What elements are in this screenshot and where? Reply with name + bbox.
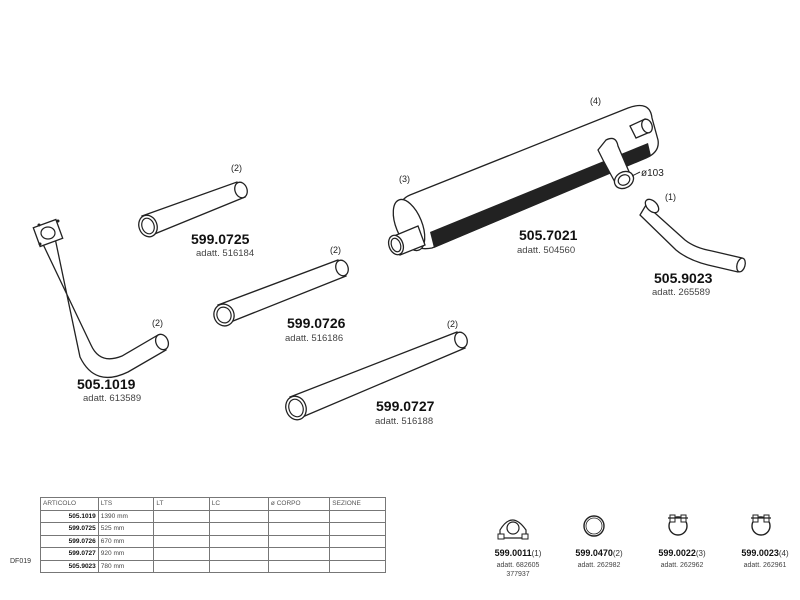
cell-articolo: 505.1019 [40, 509, 99, 523]
cell-empty [153, 522, 210, 536]
table-row: 599.0725 525 mm [40, 522, 386, 536]
pipe-599-0726 [213, 259, 349, 327]
qty-label-505-9023: (1) [665, 192, 676, 202]
tailpipe-505-9023 [639, 198, 746, 273]
cell-empty [329, 509, 386, 523]
adatt-label-599-0725: adatt. 516184 [196, 248, 254, 259]
cell-articolo: 599.0726 [40, 534, 99, 548]
cell-empty [267, 522, 331, 536]
cell-lts: 1390 mm [97, 509, 155, 523]
cell-empty [208, 522, 269, 536]
cell-articolo: 505.9023 [40, 559, 99, 573]
cell-articolo: 599.0725 [40, 522, 99, 536]
cell-empty [153, 559, 210, 573]
cell-empty [329, 534, 386, 548]
table-row: 505.9023 780 mm [40, 559, 386, 573]
accessory-adatt: adatt. 262961 [743, 562, 787, 569]
cell-lts: 780 mm [97, 559, 155, 573]
cell-empty [329, 522, 386, 536]
silencer-505-7021 [387, 104, 659, 256]
qty-label-505-7021-left: (3) [399, 174, 410, 184]
part-code-505-1019: 505.1019 [77, 376, 136, 392]
accessory-adatt-extra: 377937 [506, 571, 530, 578]
pipe-599-0727 [285, 331, 468, 421]
accessory-qty: (4) [778, 549, 789, 558]
cell-empty [153, 509, 210, 523]
table-row: 599.0726 670 mm [40, 534, 386, 548]
qty-label-599-0727: (2) [447, 319, 458, 329]
cell-empty [267, 509, 331, 523]
header-corpo: ø CORPO [267, 497, 331, 511]
gasket-ring-icon [583, 515, 605, 537]
cell-lts: 670 mm [97, 534, 155, 548]
part-code-505-9023: 505.9023 [654, 270, 713, 286]
cell-empty [208, 547, 269, 561]
cell-empty [267, 547, 331, 561]
accessory-599-0023: 599.0023(4) adatt. 262961 [734, 543, 796, 570]
model-code-label: DF019 [10, 558, 32, 565]
cell-empty [267, 559, 331, 573]
accessory-code: 599.0023 [741, 548, 779, 558]
adatt-label-505-7021: adatt. 504560 [517, 245, 575, 256]
cell-empty [329, 547, 386, 561]
pipe-clamp-icon [668, 514, 688, 536]
accessory-code: 599.0011 [494, 548, 532, 558]
cell-empty [153, 547, 210, 561]
qty-label-599-0725: (2) [231, 163, 242, 173]
accessory-qty: (2) [612, 549, 623, 558]
header-lc: LC [208, 497, 269, 511]
cell-empty [208, 509, 269, 523]
diameter-label: ø103 [641, 168, 664, 179]
accessory-adatt: adatt. 262962 [660, 562, 704, 569]
table-row: 599.0727 920 mm [40, 547, 386, 561]
flange-clamp-icon [497, 519, 529, 540]
header-lts: LTS [97, 497, 155, 511]
cell-lts: 920 mm [97, 547, 155, 561]
adatt-label-599-0726: adatt. 516186 [285, 333, 343, 344]
pipe-599-0725 [138, 181, 248, 238]
header-lt: LT [153, 497, 210, 511]
header-articolo: ARTICOLO [40, 497, 99, 511]
cell-lts: 525 mm [97, 522, 155, 536]
part-code-599-0725: 599.0725 [191, 231, 250, 247]
adatt-label-505-9023: adatt. 265589 [652, 287, 710, 298]
accessory-599-0470: 599.0470(2) adatt. 262982 [569, 543, 629, 570]
accessory-qty: (1) [531, 549, 542, 558]
spec-table: ARTICOLO LTS LT LC ø CORPO SEZIONE 505.1… [40, 497, 386, 573]
cell-articolo: 599.0727 [40, 547, 99, 561]
cell-empty [329, 559, 386, 573]
pipe-clamp-icon [751, 514, 771, 536]
accessory-code: 599.0022 [658, 548, 696, 558]
part-code-599-0727: 599.0727 [376, 398, 435, 414]
cell-empty [153, 534, 210, 548]
accessory-code: 599.0470 [575, 548, 613, 558]
part-code-599-0726: 599.0726 [287, 315, 346, 331]
adatt-label-505-1019: adatt. 613589 [83, 393, 141, 404]
downpipe-505-1019 [32, 218, 170, 379]
cell-empty [208, 559, 269, 573]
table-header-row: ARTICOLO LTS LT LC ø CORPO SEZIONE [40, 497, 386, 511]
qty-label-505-7021-top: (4) [590, 96, 601, 106]
qty-label-599-0726: (2) [330, 245, 341, 255]
adatt-label-599-0727: adatt. 516188 [375, 416, 433, 427]
header-sezione: SEZIONE [329, 497, 386, 511]
accessory-adatt: adatt. 262982 [577, 562, 621, 569]
accessory-adatt: adatt. 682605 [496, 562, 540, 569]
accessory-599-0022: 599.0022(3) adatt. 262962 [651, 543, 713, 570]
cell-empty [208, 534, 269, 548]
table-row: 505.1019 1390 mm [40, 509, 386, 523]
cell-empty [267, 534, 331, 548]
accessory-599-0011: 599.0011(1) adatt. 682605 377937 [488, 543, 548, 579]
accessory-qty: (3) [695, 549, 706, 558]
part-code-505-7021: 505.7021 [519, 227, 578, 243]
qty-label-505-1019: (2) [152, 318, 163, 328]
